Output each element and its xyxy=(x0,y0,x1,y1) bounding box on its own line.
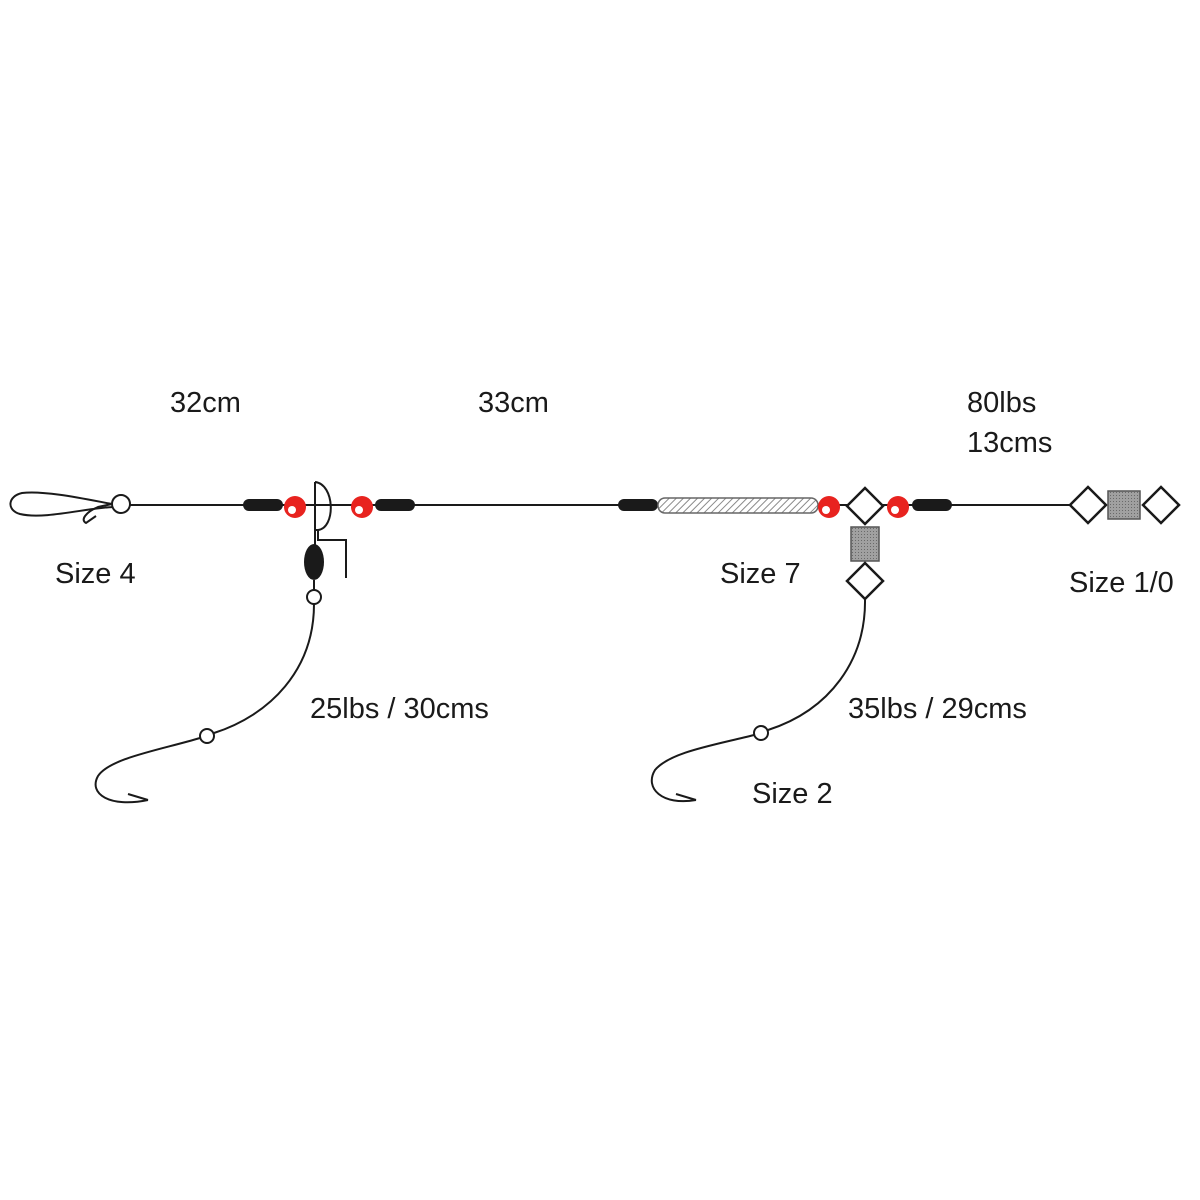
crimp-sleeve-icon xyxy=(657,497,819,514)
rig-link-icon xyxy=(753,725,769,741)
stop-sleeve-icon xyxy=(618,499,658,511)
stop-sleeve-icon xyxy=(375,499,415,511)
hook-icon xyxy=(650,734,755,803)
bait-clip-icon xyxy=(9,491,131,525)
red-bead-icon xyxy=(818,496,840,518)
rig-link-icon xyxy=(199,728,215,744)
swivel-icon xyxy=(845,561,885,601)
swivel-size-label: Size 1/0 xyxy=(1069,567,1174,599)
length-label-32cm: 32cm xyxy=(170,387,241,419)
snood-2-label: 35lbs / 29cms xyxy=(848,693,1027,725)
snood-1-label: 25lbs / 30cms xyxy=(310,693,489,725)
main-line-length: 13cms xyxy=(967,427,1053,459)
red-bead-icon xyxy=(351,496,373,518)
bead-size-label: Size 7 xyxy=(720,558,801,590)
main-line-breaking-strain: 80lbs xyxy=(967,387,1037,419)
length-label-33cm: 33cm xyxy=(478,387,549,419)
swivel-icon xyxy=(850,526,880,562)
red-bead-icon xyxy=(887,496,909,518)
stop-sleeve-icon xyxy=(243,499,283,511)
line-clip-icon xyxy=(314,481,347,578)
swivel-icon xyxy=(1068,485,1108,525)
clip-size-label: Size 4 xyxy=(55,558,136,590)
swivel-icon xyxy=(845,486,885,526)
rig-link-icon xyxy=(306,589,322,605)
hook-icon xyxy=(94,737,201,804)
crimp-icon xyxy=(304,544,324,580)
snood-line xyxy=(767,598,867,731)
swivel-icon xyxy=(1141,485,1181,525)
stop-sleeve-icon xyxy=(912,499,952,511)
hook-size-label: Size 2 xyxy=(752,778,833,810)
swivel-icon xyxy=(1107,490,1141,520)
red-bead-icon xyxy=(284,496,306,518)
snood-line xyxy=(213,603,315,734)
